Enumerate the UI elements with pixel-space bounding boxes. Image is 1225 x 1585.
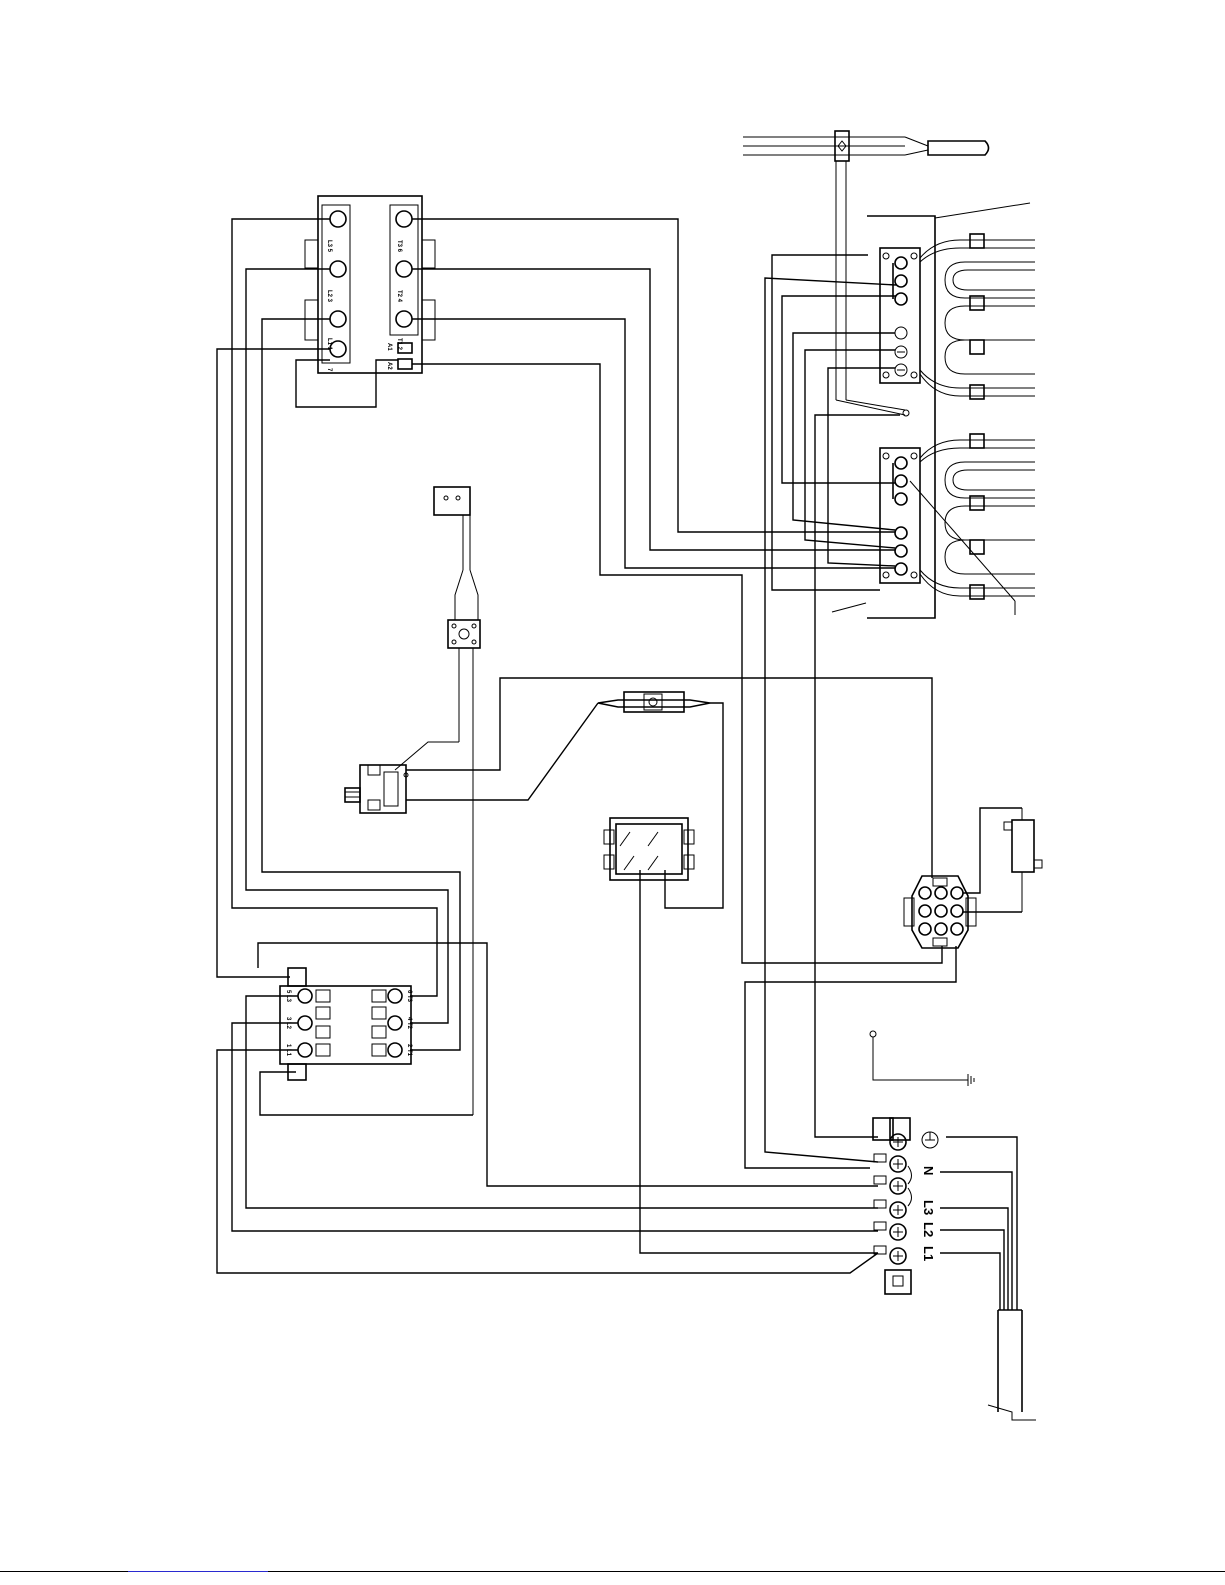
mains-terminal-strip: N L3 L2 L1 ⏚ — [0, 0, 938, 1294]
heater-element-assembly — [832, 203, 1035, 618]
fuse-holder — [598, 692, 710, 712]
upper-contactor: L3 5 L2 3 L1 1 7 T3 6 T2 4 T1 2 A1 A2 — [305, 196, 435, 373]
temperature-probe — [743, 131, 989, 416]
thermostat-switch — [345, 765, 408, 813]
lower-contactor: 5 L3 3 L2 1 L1 6 T3 4 T2 2 T1 — [280, 968, 412, 1080]
upper-left-label-2: L2 3 — [326, 290, 332, 303]
upper-right-label-3: T1 2 — [396, 338, 402, 351]
upper-right-label-5: A2 — [386, 362, 392, 370]
upper-right-label-4: A1 — [386, 343, 392, 351]
earth-ground — [870, 1031, 974, 1086]
supply-cable — [940, 1137, 1036, 1420]
terminal-label-n: N — [921, 1166, 936, 1175]
wiring — [217, 219, 1022, 1273]
upper-left-label-1: L3 5 — [326, 240, 332, 253]
upper-left-label-4: 7 — [326, 368, 332, 372]
terminal-label-l2: L2 — [921, 1222, 936, 1237]
terminal-label-l3: L3 — [921, 1200, 936, 1215]
filter-capacitor — [1004, 808, 1042, 912]
terminal-label-l1: L1 — [921, 1246, 936, 1261]
upper-right-label-1: T3 6 — [396, 240, 402, 253]
upper-right-label-2: T2 4 — [396, 290, 402, 303]
indicator-lamp — [604, 818, 694, 880]
footer-link-underline[interactable] — [128, 1571, 268, 1572]
